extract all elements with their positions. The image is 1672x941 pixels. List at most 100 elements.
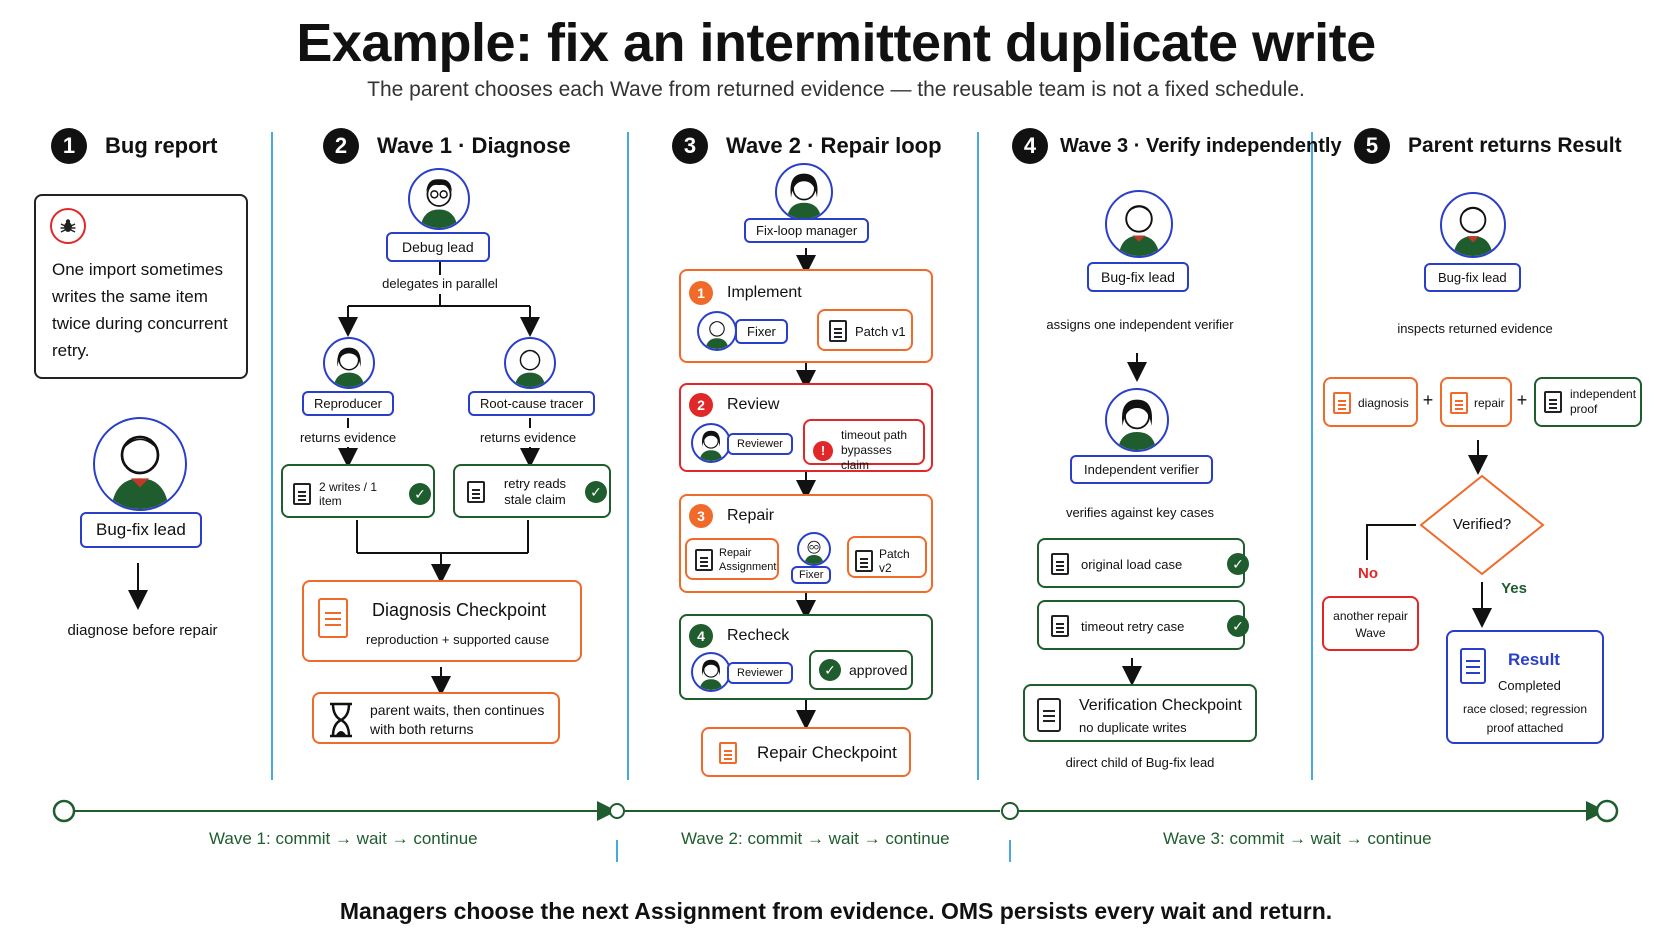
document-icon [1051, 615, 1069, 637]
bug-fix-lead-avatar [1440, 192, 1506, 258]
evidence-text: 2 writes / 1 item [319, 480, 378, 508]
inspects-label: inspects returned evidence [1397, 321, 1553, 336]
divider [627, 132, 629, 780]
person-icon [514, 349, 546, 387]
step-title: Implement [727, 284, 802, 301]
section-header-wave1: 2 Wave 1 · Diagnose [323, 128, 571, 164]
check-icon: ✓ [1227, 553, 1249, 575]
document-icon [318, 598, 348, 638]
returns-evidence-label: returns evidence [299, 430, 397, 445]
repair-checkpoint-label: Repair Checkpoint [757, 743, 897, 762]
document-icon [1051, 553, 1069, 575]
section-header-wave2: 3 Wave 2 · Repair loop [672, 128, 942, 164]
hourglass-icon [330, 702, 352, 738]
root-cause-tracer-avatar [504, 337, 556, 389]
step-number: 4 [1012, 128, 1048, 164]
person-icon [699, 430, 723, 461]
timeout-retry-case-card: timeout retry case ✓ [1037, 600, 1249, 650]
parent-waits-text: parent waits, then continues with both r… [370, 702, 545, 737]
evidence-label: repair [1474, 396, 1505, 410]
step-title: Review [727, 396, 780, 413]
decision-label: Verified? [1452, 516, 1512, 533]
delegates-label: delegates in parallel [382, 276, 498, 291]
fixer-avatar [797, 532, 831, 566]
repair-assignment-card: Repair Assignment [685, 538, 779, 580]
bug-fix-lead-avatar [93, 417, 187, 511]
check-icon: ✓ [819, 659, 841, 681]
timeline-wave2-label: Wave 2: commit → wait → continue [681, 829, 950, 848]
step-badge: 1 [689, 281, 713, 305]
evidence-card-writes: 2 writes / 1 item ✓ [281, 464, 435, 518]
implement-step-card: 1 Implement Fixer Patch v1 [679, 269, 933, 363]
bug-report-text: One import sometimes writes the same ite… [52, 260, 228, 360]
bug-fix-lead-chip: Bug-fix lead [80, 512, 202, 548]
timeline-wave3-label: Wave 3: commit → wait → continue [1163, 829, 1432, 848]
document-icon [695, 549, 713, 571]
footer-text: Managers choose the next Assignment from… [339, 898, 1333, 924]
section-header-result: 5 Parent returns Result [1354, 128, 1622, 164]
another-repair-text: another repair Wave [1333, 609, 1408, 640]
section-header-wave3: 4 Wave 3 · Verify independently [1012, 128, 1342, 164]
repair-step-card: 3 Repair Repair Assignment Fixer Patch v… [679, 494, 933, 593]
plus-sign: + [1516, 390, 1528, 410]
reproducer-avatar [323, 337, 375, 389]
document-icon [719, 742, 737, 764]
person-icon [1453, 206, 1493, 256]
step-number: 1 [51, 128, 87, 164]
verification-checkpoint-sub: no duplicate writes [1079, 720, 1187, 735]
result-description: race closed; regression proof attached [1462, 702, 1588, 735]
parent-waits-card: parent waits, then continues with both r… [312, 692, 560, 744]
document-icon [1333, 392, 1351, 414]
person-icon [705, 321, 729, 349]
step-title: Repair [727, 507, 775, 524]
reviewer-avatar [691, 652, 731, 692]
divider [271, 132, 273, 780]
yes-label: Yes [1501, 580, 1527, 597]
evidence-diagnosis-card: diagnosis [1323, 377, 1418, 427]
step-title: Recheck [727, 627, 790, 644]
evidence-card-stale-claim: retry reads stale claim ✓ [453, 464, 611, 518]
divider [1311, 132, 1313, 780]
step-badge: 2 [689, 393, 713, 417]
person-icon [699, 659, 723, 690]
verification-checkpoint-title: Verification Checkpoint [1079, 697, 1242, 714]
person-icon [111, 435, 169, 509]
document-icon [293, 483, 311, 505]
bug-report-note: diagnose before repair [67, 622, 218, 639]
reproducer-chip: Reproducer [302, 391, 394, 416]
check-icon: ✓ [585, 481, 607, 503]
reviewer-chip: Reviewer [727, 662, 793, 684]
document-icon [1037, 698, 1061, 732]
document-icon [1460, 648, 1486, 684]
another-repair-wave-card: another repair Wave [1322, 596, 1419, 651]
root-cause-tracer-chip: Root-cause tracer [468, 391, 596, 416]
document-icon [829, 320, 847, 342]
person-icon [786, 173, 822, 219]
reviewer-chip: Reviewer [727, 433, 793, 455]
section-header-bug-report: 1 Bug report [51, 128, 217, 164]
result-title: Result [1508, 650, 1560, 669]
review-finding-card: ! timeout path bypasses claim [803, 419, 925, 472]
step-number: 5 [1354, 128, 1390, 164]
result-card: Result Completed race closed; regression… [1446, 630, 1604, 744]
page-title: Example: fix an intermittent duplicate w… [296, 13, 1376, 73]
bug-report-card: One import sometimes writes the same ite… [34, 194, 248, 379]
bug-fix-lead-chip: Bug-fix lead [1424, 263, 1521, 292]
debug-lead-chip: Debug lead [386, 232, 490, 262]
person-icon [333, 347, 365, 387]
step-badge: 4 [689, 624, 713, 648]
evidence-proof-card: independent proof [1534, 377, 1642, 427]
original-load-case-card: original load case ✓ [1037, 538, 1249, 588]
patch-label: Patch v2 [879, 547, 910, 575]
bug-fix-lead-chip: Bug-fix lead [1087, 262, 1189, 292]
person-icon [420, 179, 458, 228]
assigns-label: assigns one independent verifier [1046, 317, 1234, 332]
result-status: Completed [1498, 678, 1561, 693]
diagnosis-checkpoint-title: Diagnosis Checkpoint [372, 600, 547, 620]
verifies-label: verifies against key cases [1065, 505, 1215, 520]
step-badge: 3 [689, 504, 713, 528]
check-icon: ✓ [1227, 615, 1249, 637]
patch-v2-card: Patch v2 [847, 536, 927, 578]
patch-label: Patch v1 [855, 323, 906, 339]
